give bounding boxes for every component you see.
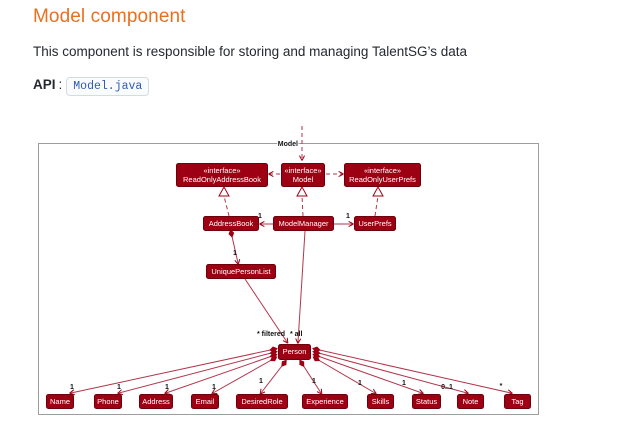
class-name-label: Address: [142, 396, 170, 406]
class-name-label: AddressBook: [208, 218, 254, 228]
edge-model-to-readonlyaddressbook: [268, 171, 280, 177]
edge-uniquepersonlist-to-person: [244, 278, 289, 344]
class-node-skills: Skills: [367, 394, 394, 409]
page-title: Model component: [33, 6, 186, 27]
multiplicity-label: 1: [233, 250, 237, 257]
api-label: API: [33, 77, 56, 92]
edge-person-has-status: [312, 352, 424, 395]
edge-modelmanager-to-person: [295, 230, 306, 344]
class-node-person: Person: [278, 344, 311, 360]
context-label: Model: [278, 141, 298, 148]
class-name-label: Phone: [97, 396, 119, 406]
multiplicity-label: 1: [165, 384, 169, 391]
class-node-experience: Experience: [302, 394, 348, 409]
class-node-modelmanager: ModelManager: [273, 216, 334, 231]
class-node-status: Status: [412, 394, 441, 409]
edge-modelmanager-realizes-model: [296, 185, 308, 217]
multiplicity-label: 1: [259, 378, 263, 385]
class-name-label: Tag: [511, 396, 524, 406]
multiplicity-label: 1: [258, 213, 262, 220]
stereotype-label: «interface»: [203, 165, 241, 175]
class-node-addressbook: AddressBook: [203, 216, 259, 231]
edge-modelmanager-to-userprefs: [334, 221, 354, 227]
class-name-label: Status: [415, 396, 438, 406]
class-node-name: Name: [46, 394, 74, 409]
multiplicity-label: 0..1: [441, 384, 453, 391]
stereotype-label: «interface»: [284, 165, 322, 175]
class-node-address: Address: [139, 394, 173, 409]
class-name-label: UniquePersonList: [211, 266, 271, 276]
component-description: This component is responsible for storin…: [33, 44, 468, 59]
edge-person-has-name: [69, 346, 278, 396]
multiplicity-label: 1: [402, 380, 406, 387]
api-line: API:Model.java: [33, 77, 150, 96]
edge-modelmanager-to-addressbook: [259, 221, 273, 227]
api-model-java-link[interactable]: Model.java: [66, 77, 150, 96]
multiplicity-label: * filtered: [257, 331, 285, 338]
class-node-model: «interface»Model: [281, 163, 325, 187]
diagram-svg: Model 1 1 1 * filtered * all 1 1 1 1 1 1 1 1 0..1 *: [69, 126, 513, 396]
edge-context-model-arrow: [299, 126, 305, 161]
edge-person-has-skills: [312, 356, 377, 395]
class-name-label: Name: [49, 396, 70, 406]
multiplicity-label: 1: [358, 380, 362, 387]
edge-person-has-desiredrole: [259, 359, 287, 395]
class-name-label: ModelManager: [278, 218, 329, 228]
class-name-label: Model: [292, 175, 314, 184]
edge-person-has-phone: [117, 349, 278, 396]
class-name-label: Skills: [371, 396, 390, 406]
stereotype-label: «interface»: [363, 165, 402, 175]
edge-person-has-email: [211, 356, 278, 395]
class-name-label: DesiredRole: [241, 396, 283, 406]
multiplicity-label: * all: [290, 331, 303, 338]
class-node-readonlyuserprefs: «interface»ReadOnlyUserPrefs: [344, 163, 421, 187]
class-node-userprefs: UserPrefs: [354, 216, 396, 231]
multiplicity-label: 1: [117, 384, 121, 391]
model-class-diagram: Model 1 1 1 * filtered * all 1 1 1 1 1 1 1 1 0..1 * «in…: [38, 126, 539, 415]
class-name-label: ReadOnlyAddressBook: [183, 175, 261, 184]
class-name-label: Email: [195, 396, 215, 406]
edge-person-has-address: [164, 352, 278, 395]
api-separator: :: [58, 77, 63, 92]
multiplicity-label: 1: [346, 213, 350, 220]
multiplicity-label: 1: [312, 378, 316, 385]
class-node-tag: Tag: [504, 394, 531, 409]
edge-person-has-experience: [299, 359, 323, 395]
class-name-label: UserPrefs: [358, 218, 392, 228]
edge-addressbook-has-uniquepersonlist: [228, 229, 241, 265]
multiplicity-label: 1: [70, 384, 74, 391]
class-node-desiredrole: DesiredRole: [236, 394, 288, 409]
class-name-label: Experience: [306, 396, 344, 406]
class-node-email: Email: [191, 394, 219, 409]
multiplicity-label: 1: [212, 384, 216, 391]
class-node-phone: Phone: [94, 394, 122, 409]
multiplicity-label: *: [500, 383, 503, 390]
class-node-note: Note: [457, 394, 484, 409]
edge-userprefs-realizes-readonlyuserprefs: [372, 185, 384, 217]
class-node-uniquepersonlist: UniquePersonList: [206, 264, 276, 279]
class-name-label: Note: [462, 396, 479, 406]
edge-model-to-readonlyuserprefs: [326, 171, 344, 177]
class-name-label: Person: [282, 347, 307, 357]
edge-person-has-tag: [312, 346, 513, 396]
class-name-label: ReadOnlyUserPrefs: [349, 175, 416, 184]
class-node-readonlyaddressbook: «interface»ReadOnlyAddressBook: [176, 163, 268, 187]
edge-addressbook-realizes-readonlyaddressbook: [218, 185, 230, 217]
